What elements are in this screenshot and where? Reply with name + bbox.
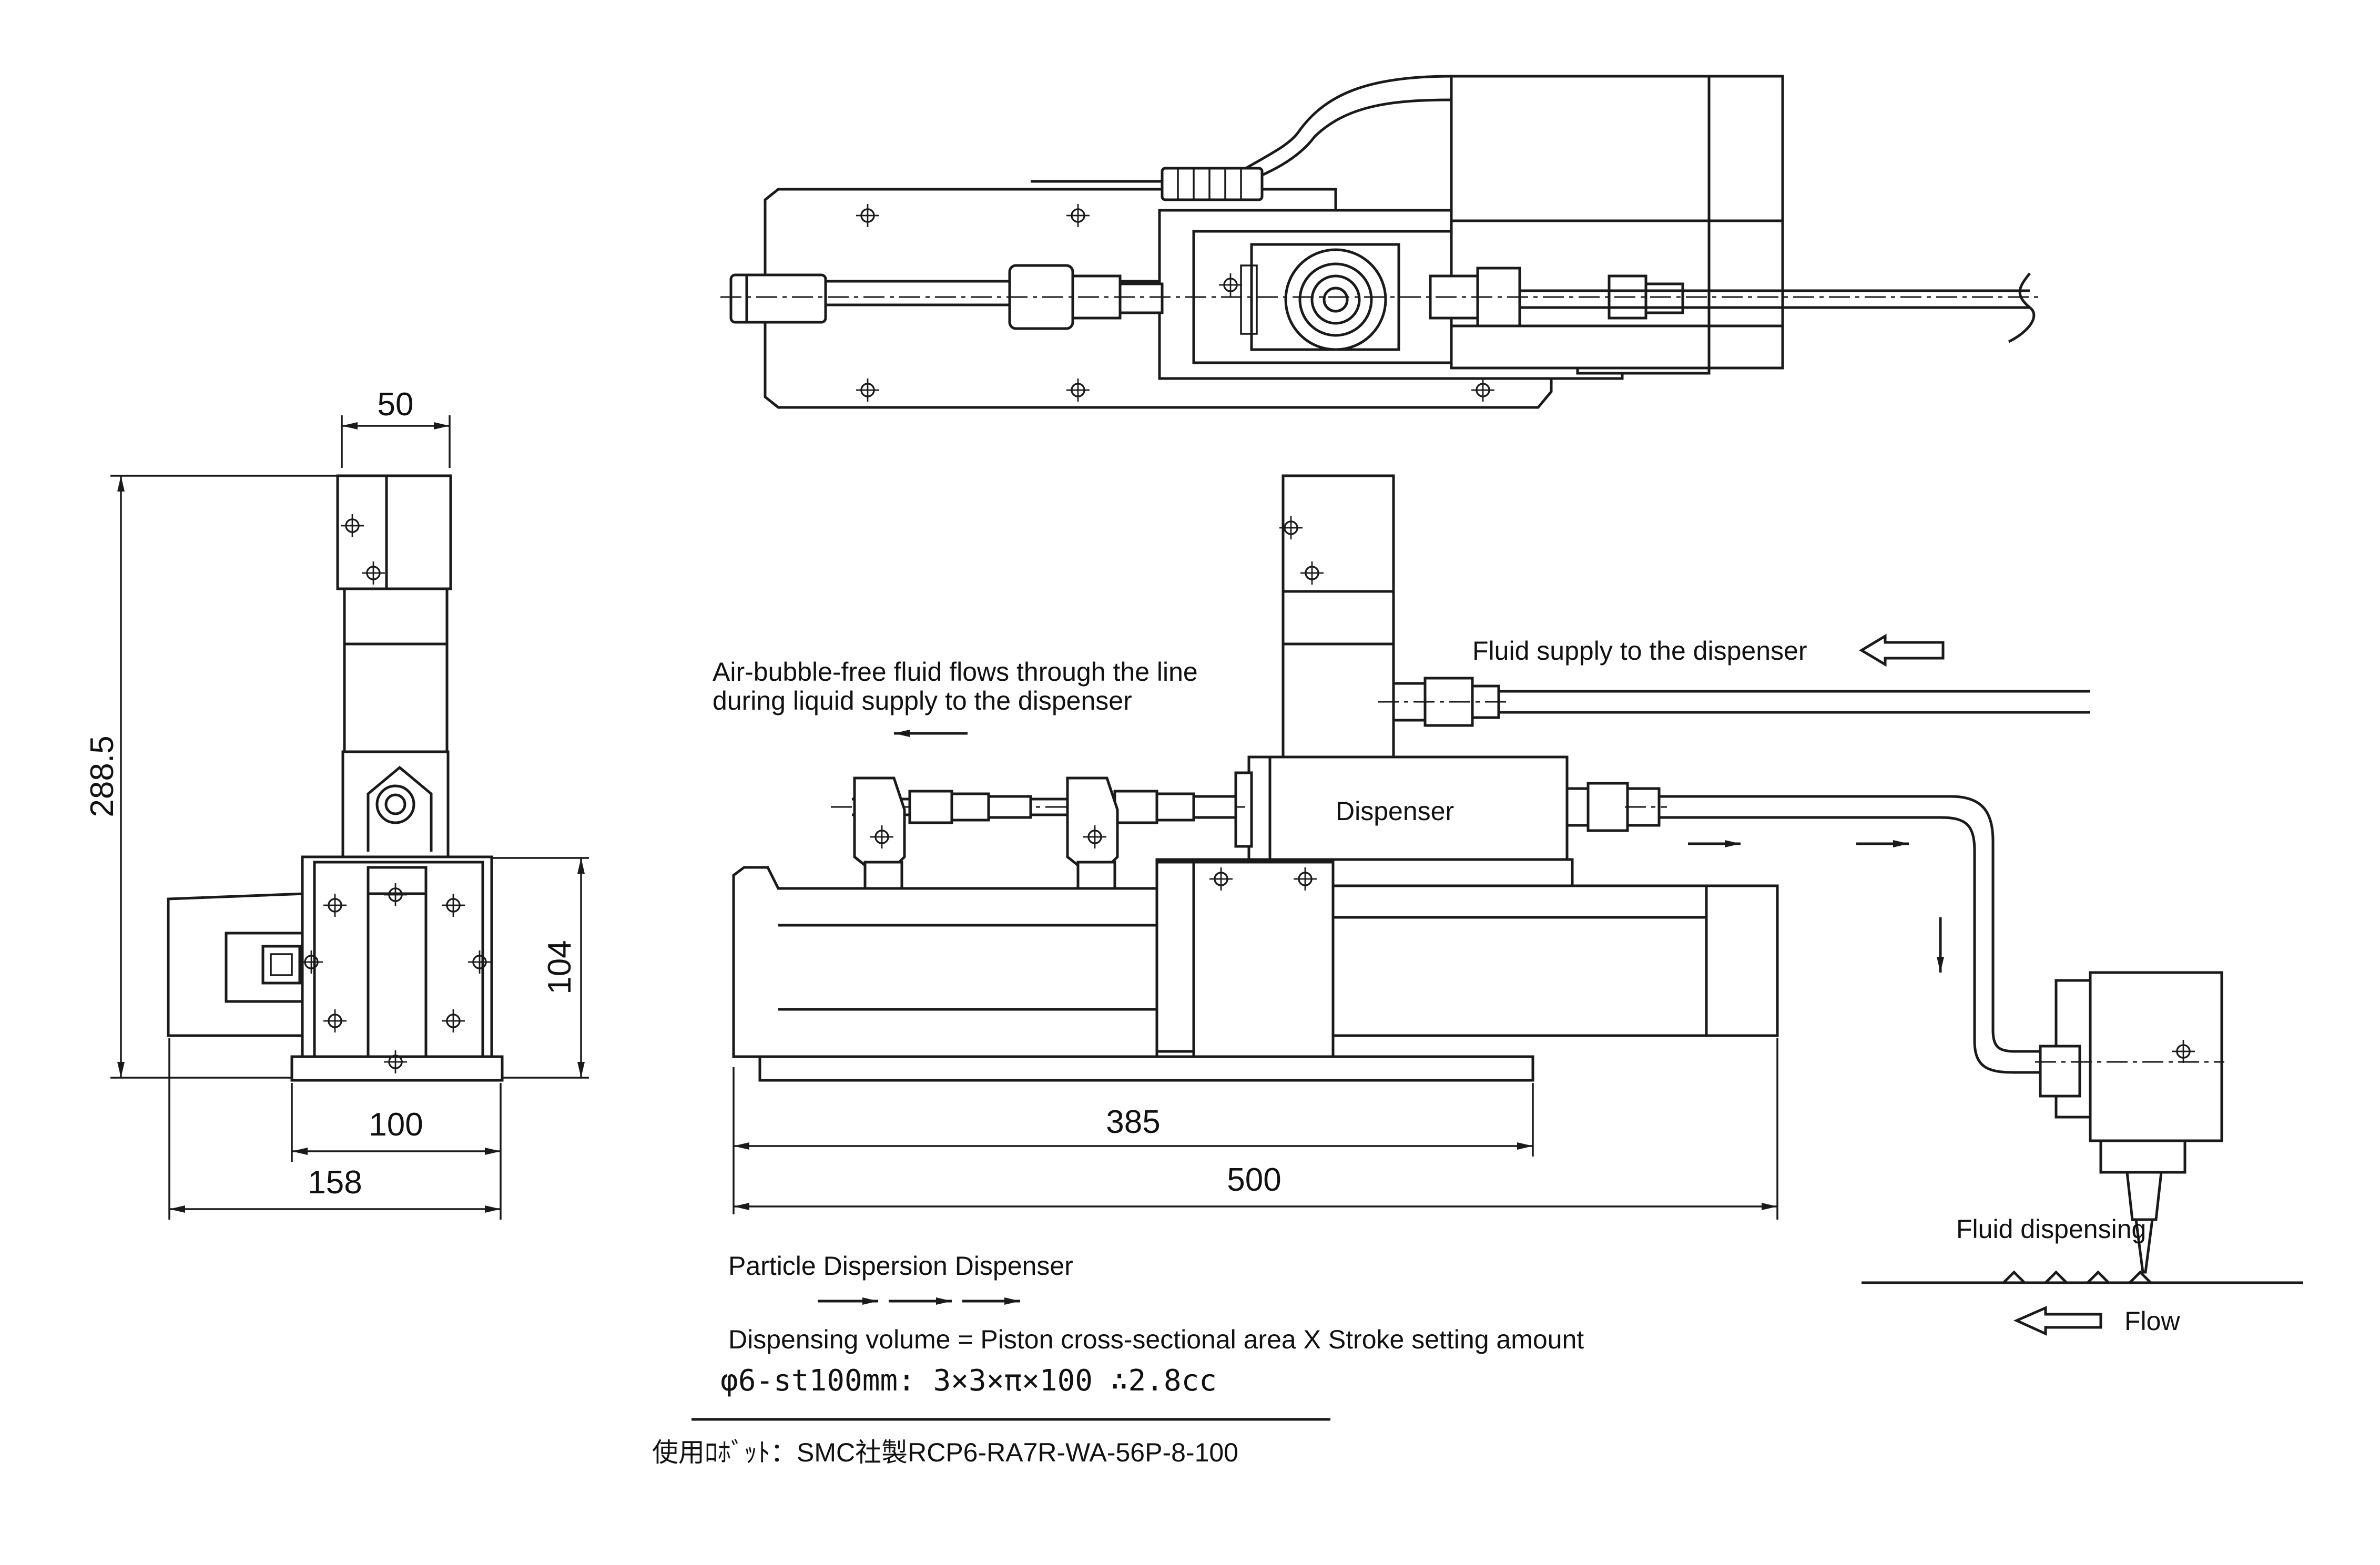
dim-100: 100 xyxy=(369,1107,423,1143)
label-fluid-dispensing: Fluid dispensing xyxy=(1956,1214,2146,1244)
column-body xyxy=(343,587,449,753)
label-calc: φ6-st100mm: 3×3×π×100 ∴2.8cc xyxy=(720,1364,1217,1398)
dim-104: 104 xyxy=(542,940,578,994)
front-actuator-body xyxy=(1331,884,1708,1037)
side-view: 50 288.5 xyxy=(84,386,589,1220)
annotations: Fluid supply to the dispenser Air-bubble… xyxy=(652,636,2180,1467)
top-view xyxy=(720,75,2040,409)
dim-385: 385 xyxy=(1106,1104,1160,1140)
valve-nozzle-base xyxy=(2099,1139,2186,1174)
front-view: 385 500 xyxy=(691,474,2303,1421)
dim-50: 50 xyxy=(378,386,414,423)
front-column-top xyxy=(1281,474,1395,593)
cable-connector xyxy=(1161,167,1264,201)
dispenser-out-fitting xyxy=(1586,782,1629,832)
label-flow: Flow xyxy=(2124,1306,2180,1336)
drawing-title: Particle Dispersion Dispenser xyxy=(728,1251,1073,1281)
label-dispenser: Dispenser xyxy=(1336,796,1454,826)
side-slider-bar xyxy=(367,866,428,1058)
front-actuator-cap xyxy=(1705,884,1779,1037)
valve-body xyxy=(2089,971,2223,1142)
rotary-fitting xyxy=(1284,248,1387,351)
dim-158: 158 xyxy=(308,1164,362,1201)
front-slider-block xyxy=(1192,861,1335,1058)
label-robot: 使用ﾛﾎﾞｯﾄ：SMC社製RCP6-RA7R-WA-56P-8-100 xyxy=(652,1438,1238,1467)
supply-hollow-arrow xyxy=(1859,633,1945,667)
label-air-bubble-1: Air-bubble-free fluid flows through the … xyxy=(713,657,1198,687)
front-rail xyxy=(732,866,1158,1058)
dispenser-body xyxy=(1247,755,1569,864)
dim-288-5: 288.5 xyxy=(84,735,120,817)
rod-end xyxy=(729,273,827,324)
dim-500: 500 xyxy=(1227,1162,1281,1198)
front-base-plate xyxy=(758,1055,1534,1082)
label-formula: Dispensing volume = Piston cross-section… xyxy=(728,1325,1584,1354)
front-column-body xyxy=(1281,590,1395,759)
valve-inlet-fitting xyxy=(2039,1045,2081,1098)
feed-fitting-2 xyxy=(1113,790,1158,824)
valve-needle xyxy=(2134,1218,2154,1274)
top-fitting-3 xyxy=(1118,282,1164,314)
column-top-block xyxy=(336,474,452,590)
label-fluid-supply: Fluid supply to the dispenser xyxy=(1472,636,1807,666)
flow-hollow-arrow xyxy=(2013,1306,2102,1336)
clamp-2-top xyxy=(1066,776,1119,869)
label-air-bubble-2: during liquid supply to the dispenser xyxy=(713,686,1132,715)
clamp-1-top xyxy=(853,776,906,869)
feed-fitting-1 xyxy=(908,790,953,824)
